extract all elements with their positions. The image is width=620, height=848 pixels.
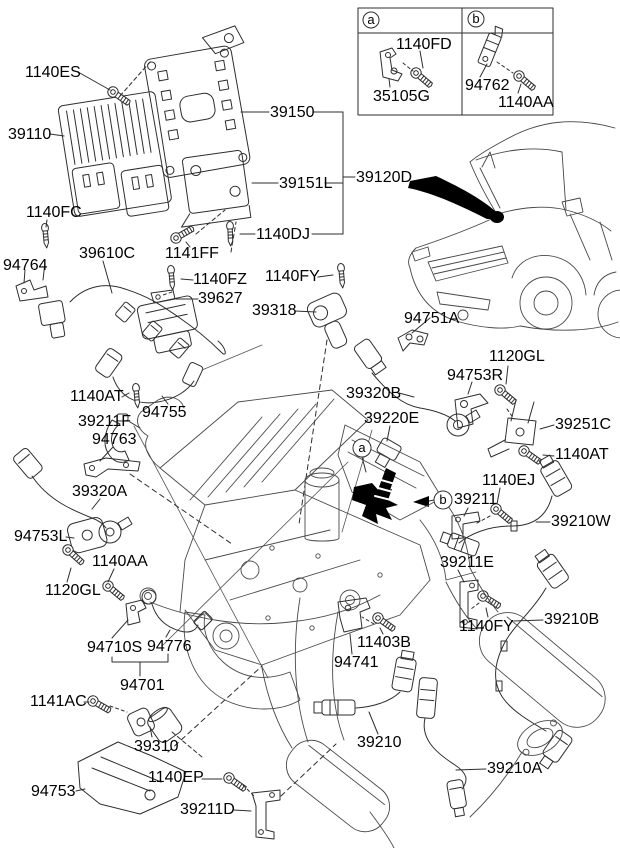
part-label-39210B: 39210B bbox=[544, 611, 600, 628]
part-label-35105G: 35105G bbox=[373, 88, 430, 105]
arrow-stripes bbox=[374, 479, 396, 501]
part-label-1140FC: 1140FC bbox=[26, 204, 82, 221]
part-label-94763: 94763 bbox=[92, 431, 137, 448]
part-label-1140FY-lower: 1140FY bbox=[459, 618, 514, 635]
part-label-39627: 39627 bbox=[198, 290, 243, 307]
part-label-94710S: 94710S bbox=[87, 639, 143, 656]
ignition-coil-illustration bbox=[298, 262, 348, 525]
inset-marker-b: b bbox=[472, 11, 480, 27]
car-illustration bbox=[408, 121, 620, 339]
o2-39210-illustration bbox=[313, 649, 467, 818]
cable-94755-illustration bbox=[95, 344, 263, 404]
part-label-39251C: 39251C bbox=[555, 416, 612, 433]
part-label-39210A: 39210A bbox=[487, 760, 543, 777]
harness-39610C-illustration bbox=[15, 261, 226, 359]
assembly-arrow bbox=[408, 176, 499, 219]
part-label-39150: 39150 bbox=[270, 104, 315, 121]
part-label-94753: 94753 bbox=[31, 783, 76, 800]
part-label-1120GL-right: 1120GL bbox=[489, 348, 545, 365]
part-label-1140AT-right: 1140AT bbox=[555, 446, 609, 463]
part-label-94764: 94764 bbox=[3, 257, 48, 274]
part-label-1140AA-inset: 1140AA bbox=[498, 94, 554, 111]
part-label-1141FF: 1141FF bbox=[165, 245, 219, 262]
engine-marker-a: a bbox=[358, 440, 366, 456]
left-parts-illustration bbox=[13, 382, 233, 677]
part-label-39211D: 39211D bbox=[180, 801, 235, 818]
ecu-illustration bbox=[40, 25, 252, 253]
part-label-1120GL-left: 1120GL bbox=[45, 582, 101, 599]
part-label-39320A: 39320A bbox=[72, 483, 128, 500]
part-label-1140ES: 1140ES bbox=[25, 64, 81, 81]
part-label-39220E: 39220E bbox=[364, 410, 420, 427]
part-label-1140AT-left: 1140AT bbox=[70, 388, 124, 405]
part-label-39211: 39211 bbox=[454, 491, 498, 508]
ecu-assembly-bracket-lines bbox=[239, 111, 356, 235]
part-label-1141AC: 1141AC bbox=[30, 693, 87, 710]
part-label-39320B: 39320B bbox=[346, 385, 402, 402]
part-label-94762: 94762 bbox=[465, 77, 510, 94]
part-label-94753L: 94753L bbox=[14, 528, 68, 545]
part-label-39110: 39110 bbox=[8, 126, 52, 143]
part-label-39151L: 39151L bbox=[279, 175, 333, 192]
part-label-1140EJ: 1140EJ bbox=[482, 472, 536, 489]
part-label-1140FY-upper: 1140FY bbox=[265, 268, 320, 285]
engine-marker-b: b bbox=[439, 492, 447, 508]
part-label-1140FZ: 1140FZ bbox=[193, 271, 247, 288]
part-label-11403B: 11403B bbox=[357, 634, 411, 651]
part-label-39211F: 39211F bbox=[78, 413, 132, 430]
part-label-94741: 94741 bbox=[334, 654, 379, 671]
part-label-94755: 94755 bbox=[142, 404, 187, 421]
inset-table bbox=[357, 7, 554, 116]
part-label-94751A: 94751A bbox=[404, 310, 460, 327]
part-label-1140DJ: 1140DJ bbox=[256, 226, 310, 243]
label-leader-lines bbox=[23, 71, 555, 812]
part-label-39318: 39318 bbox=[252, 302, 297, 319]
part-label-39211E: 39211E bbox=[440, 554, 494, 571]
part-label-1140FD: 1140FD bbox=[396, 36, 452, 53]
part-label-1140EP: 1140EP bbox=[148, 769, 204, 786]
part-label-1140AA-left: 1140AA bbox=[92, 553, 148, 570]
part-label-39610C: 39610C bbox=[79, 245, 136, 262]
inset-marker-a: a bbox=[367, 12, 375, 28]
part-label-94701: 94701 bbox=[120, 677, 165, 694]
part-label-39210: 39210 bbox=[357, 734, 402, 751]
bottom-left-illustration bbox=[77, 665, 337, 840]
arrow-tip-blob bbox=[490, 211, 504, 223]
part-label-39310: 39310 bbox=[134, 738, 179, 755]
o2-39210W-illustration bbox=[413, 454, 573, 557]
part-label-39210W: 39210W bbox=[551, 513, 611, 530]
part-label-39120D: 39120D bbox=[356, 169, 413, 186]
part-label-94776: 94776 bbox=[147, 638, 192, 655]
engine-markers bbox=[352, 438, 453, 510]
part-label-94753R: 94753R bbox=[447, 367, 504, 384]
bracket-94741-illustration bbox=[337, 597, 398, 635]
